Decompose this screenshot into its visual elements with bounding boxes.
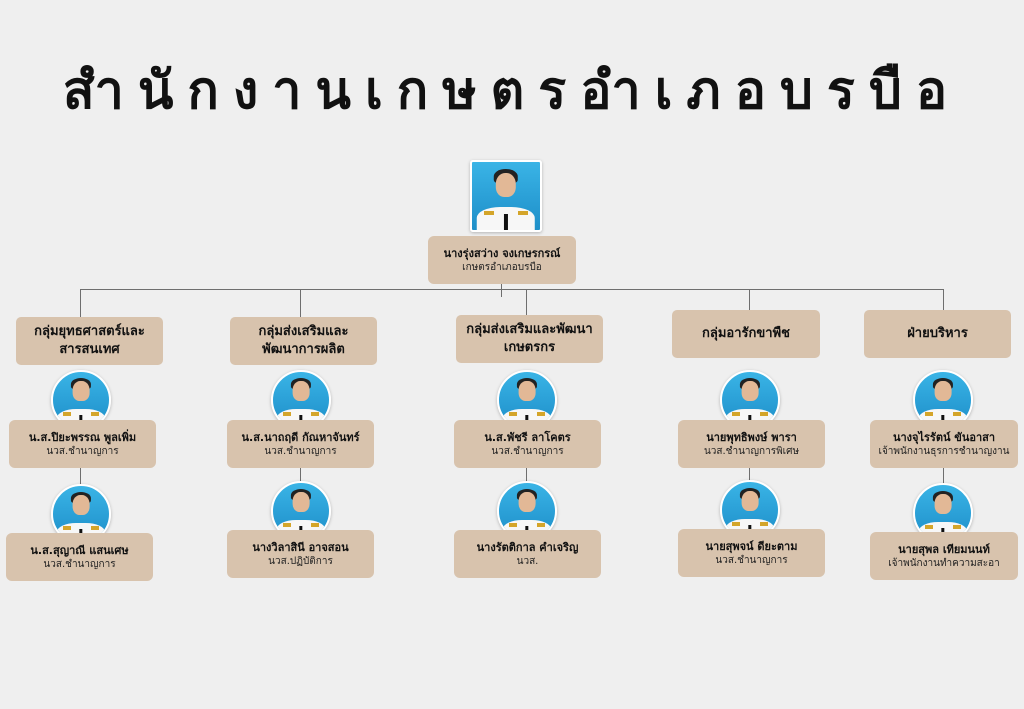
member-name: น.ส.นาถฤดี กัณหาจันทร์ [241, 430, 360, 444]
group-plant-protection: กลุ่มอารักขาพืช [672, 310, 820, 358]
member-card: นายพุทธิพงษ์ พารา นวส.ชำนาญการพิเศษ [678, 420, 825, 468]
member-name: นางจุไรรัตน์ ขันอาสา [892, 430, 996, 444]
connector-col4-members [749, 465, 750, 487]
member-card: น.ส.นาถฤดี กัณหาจันทร์ นวส.ชำนาญการ [227, 420, 374, 468]
connector-col4 [749, 289, 750, 310]
member-card: นางจุไรรัตน์ ขันอาสา เจ้าพนักงานธุรการชำ… [870, 420, 1018, 468]
member-position: เจ้าพนักงานทำความสะอา [888, 557, 1000, 569]
member-position: นวส.ชำนาญการ [491, 445, 564, 457]
member-name: นางรัตติกาล คำเจริญ [476, 540, 579, 554]
connector-col3 [526, 289, 527, 315]
member-card: น.ส.สุญาณี แสนเศษ นวส.ชำนาญการ [6, 533, 153, 581]
member-name: นายพุทธิพงษ์ พารา [706, 430, 797, 444]
head-card: นางรุ่งสว่าง จงเกษรกรณ์ เกษตรอำเภอบรบือ [428, 236, 576, 284]
member-position: นวส.ชำนาญการ [264, 445, 337, 457]
connector-col1-members [80, 465, 81, 487]
member-name: นายสุพล เทียมนนท์ [898, 542, 990, 556]
member-position: นวส.ชำนาญการ [715, 554, 788, 566]
connector-col2 [300, 289, 301, 317]
member-name: น.ส.พัชรี ลาโคตร [484, 430, 571, 444]
group-administration: ฝ่ายบริหาร [864, 310, 1011, 358]
group-farmers: กลุ่มส่งเสริมและพัฒนาเกษตรกร [456, 315, 603, 363]
member-name: น.ส.ปิยะพรรณ พูลเพิ่ม [28, 430, 137, 444]
connector-horizontal [80, 289, 944, 290]
member-position: นวส. [516, 555, 539, 567]
member-position: นวส.ปฏิบัติการ [268, 555, 333, 567]
member-position: นวส.ชำนาญการ [46, 445, 119, 457]
connector-col3-members [526, 465, 527, 487]
member-name: นายสุพจน์ ดียะตาม [705, 539, 798, 553]
connector-col5 [943, 289, 944, 310]
member-card: นายสุพจน์ ดียะตาม นวส.ชำนาญการ [678, 529, 825, 577]
member-card: น.ส.พัชรี ลาโคตร นวส.ชำนาญการ [454, 420, 601, 468]
group-strategy: กลุ่มยุทธศาสตร์และสารสนเทศ [16, 317, 163, 365]
member-name: นางวิลาสินี อาจสอน [252, 540, 349, 554]
head-name: นางรุ่งสว่าง จงเกษรกรณ์ [443, 246, 561, 260]
member-position: นวส.ชำนาญการ [43, 558, 116, 570]
connector-col5-members [943, 465, 944, 487]
member-card: น.ส.ปิยะพรรณ พูลเพิ่ม นวส.ชำนาญการ [9, 420, 156, 468]
member-card: นายสุพล เทียมนนท์ เจ้าพนักงานทำความสะอา [870, 532, 1018, 580]
page-title: สำนักงานเกษตรอำเภอบรบือ [62, 61, 962, 121]
connector-head-down [501, 283, 502, 297]
connector-col2-members [300, 465, 301, 487]
member-card: นางวิลาสินี อาจสอน นวส.ปฏิบัติการ [227, 530, 374, 578]
head-photo [470, 160, 542, 232]
head-position: เกษตรอำเภอบรบือ [462, 261, 542, 273]
member-position: นวส.ชำนาญการพิเศษ [703, 445, 800, 457]
member-position: เจ้าพนักงานธุรการชำนาญงาน [878, 445, 1010, 457]
member-card: นางรัตติกาล คำเจริญ นวส. [454, 530, 601, 578]
connector-col1 [80, 289, 81, 317]
member-name: น.ส.สุญาณี แสนเศษ [30, 543, 129, 557]
group-production: กลุ่มส่งเสริมและพัฒนาการผลิต [230, 317, 377, 365]
